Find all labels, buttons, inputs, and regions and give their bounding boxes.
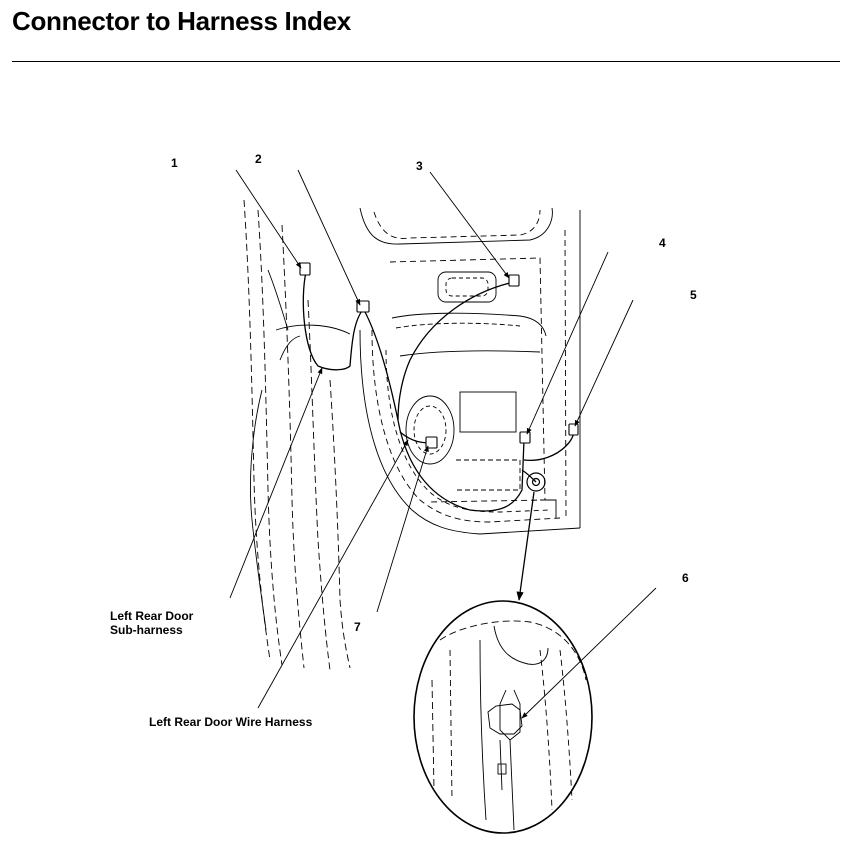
harness-wires [302,271,575,512]
harness-labels: Left Rear Door Sub-harness Left Rear Doo… [110,609,313,729]
connector-5 [568,423,579,436]
title-divider [12,61,840,62]
connector-3 [508,274,520,287]
label-sub-harness-line1: Left Rear Door [110,609,194,623]
leader-wire-harness [257,439,409,709]
leader-7 [376,445,429,613]
leader-3 [429,171,510,279]
leader-1 [235,169,302,269]
label-sub-harness-line2: Sub-harness [110,623,183,637]
callout-1: 1 [171,156,178,170]
body-pillar-outline [243,199,351,671]
leader-4 [526,251,609,435]
callout-4: 4 [659,236,666,250]
connectors [299,262,579,449]
callout-6: 6 [682,571,689,585]
leader-5 [574,299,634,427]
body-pillar-solid [250,269,351,631]
leader-2 [297,169,361,306]
detail-view-circle [413,600,593,834]
connector-1 [299,262,311,276]
leader-6 [521,587,657,719]
callout-5: 5 [690,288,697,302]
callout-7: 7 [354,620,361,634]
door-panel-outline [359,207,581,535]
callout-numbers: 1 2 3 4 5 6 7 [171,152,697,634]
detail-pointer-line [516,491,535,601]
grommet [526,472,546,492]
label-wire-harness: Left Rear Door Wire Harness [149,715,313,729]
leader-lines [229,169,657,719]
connector-7 [425,436,438,449]
callout-2: 2 [255,152,262,166]
leader-sub-harness [229,367,323,599]
callout-3: 3 [416,159,423,173]
connector-4 [519,431,531,444]
page-title: Connector to Harness Index [12,6,351,36]
